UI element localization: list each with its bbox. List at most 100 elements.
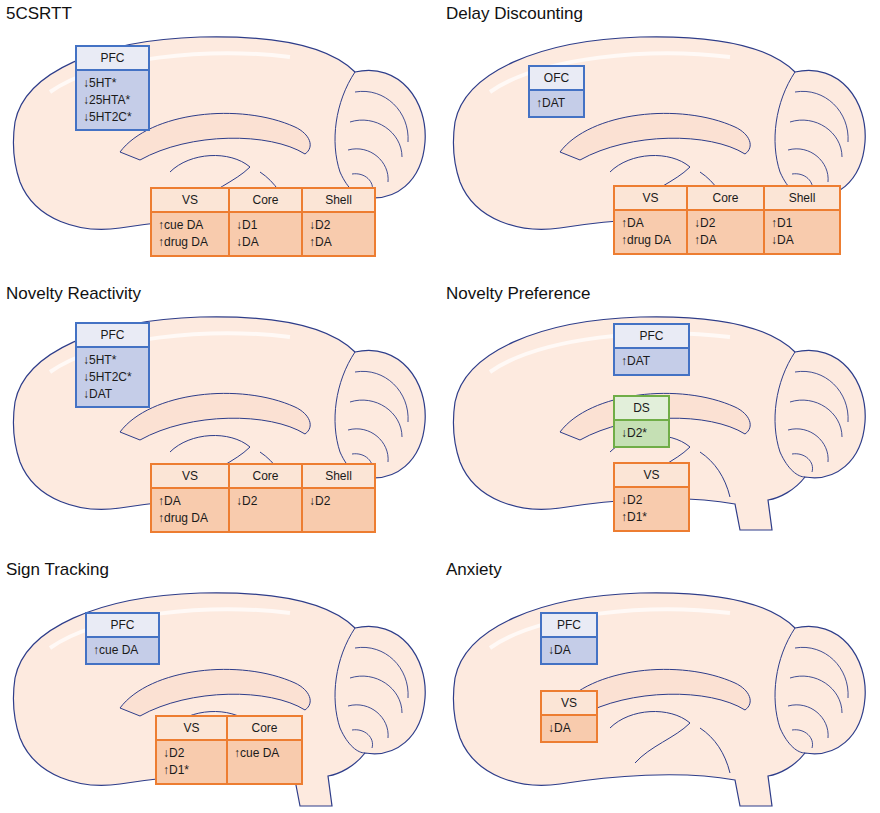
region-body: ↓5HT*↓5HT2C*↓DAT — [77, 348, 148, 406]
finding-text: ↑D1 — [771, 215, 792, 232]
region-table: Core↓D1↓DA — [228, 187, 303, 257]
panel-title: 5CSRTT — [6, 4, 72, 24]
finding-row: ↑cue DA — [234, 745, 295, 762]
finding-row: ↑D1* — [163, 762, 220, 779]
finding-text: ↑cue DA — [234, 745, 279, 762]
region-body: ↑DA↑drug DA — [152, 489, 228, 531]
panel-title: Sign Tracking — [6, 560, 109, 580]
region-name: VS — [183, 721, 199, 735]
panel-title: Delay Discounting — [446, 4, 583, 24]
finding-row: ↑cue DA — [158, 217, 222, 234]
finding-text: ↓DA — [548, 720, 571, 737]
region-table: Core ↑cue DA — [226, 715, 303, 785]
region-header: PFC — [542, 614, 596, 638]
region-body: ↓D2↑DA — [688, 211, 763, 253]
region-body: ↑cue DA↑drug DA — [152, 213, 228, 255]
region-name: OFC — [544, 71, 569, 85]
finding-row: ↓D2 — [309, 217, 368, 234]
panel-title: Anxiety — [446, 560, 502, 580]
region-name: VS — [642, 191, 658, 205]
region-body: ↑cue DA — [228, 741, 301, 783]
finding-text: ↓D2 — [694, 215, 715, 232]
finding-text: ↑DA — [309, 234, 332, 251]
finding-text: ↑D1* — [163, 762, 189, 779]
finding-text: ↓D2 — [236, 493, 257, 510]
region-table: VS↑DA↑drug DA — [613, 185, 688, 255]
brain-outline — [453, 593, 865, 806]
region-header: VS — [152, 189, 228, 213]
finding-text: ↓25HTA* — [83, 92, 130, 109]
panel-title: Novelty Preference — [446, 284, 591, 304]
region-header: VS — [615, 464, 688, 488]
region-body: ↓D1↓DA — [230, 213, 301, 255]
region-table: VS↑cue DA↑drug DA — [150, 187, 230, 257]
finding-row: ↓D2 — [621, 492, 682, 509]
region-table: VS↑DA↑drug DA — [150, 463, 230, 533]
region-name: Shell — [325, 193, 352, 207]
region-header: Shell — [303, 465, 374, 489]
finding-row: ↓DA — [771, 232, 833, 249]
finding-text: ↑drug DA — [621, 232, 671, 249]
region-body: ↓DA — [542, 716, 596, 741]
finding-text: ↓DA — [236, 234, 259, 251]
region-table: VS ↓DA — [540, 690, 598, 743]
finding-row: ↑drug DA — [158, 234, 222, 251]
region-body: ↑DAT — [530, 91, 583, 116]
region-body: ↓DA — [542, 638, 596, 663]
region-header: Core — [688, 187, 763, 211]
region-body: ↓D2↑D1* — [615, 488, 688, 530]
region-table: Shell ↓D2↑DA — [301, 187, 376, 257]
region-header: VS — [542, 692, 596, 716]
region-body: ↓D2↑DA — [303, 213, 374, 255]
region-header: Shell — [303, 189, 374, 213]
region-body: ↓5HT*↓25HTA*↓5HT2C* — [77, 71, 148, 129]
region-table: DS↓D2* — [613, 395, 670, 448]
region-name: PFC — [101, 51, 125, 65]
finding-row: ↓D2 — [309, 493, 368, 510]
finding-text: ↓D2 — [621, 492, 642, 509]
finding-text: ↑DA — [694, 232, 717, 249]
region-header: VS — [157, 717, 226, 741]
finding-row: ↑D1 — [771, 215, 833, 232]
region-header: OFC — [530, 67, 583, 91]
region-header: DS — [615, 397, 668, 421]
region-name: Core — [252, 469, 278, 483]
finding-row: ↓25HTA* — [83, 92, 142, 109]
region-name: Shell — [789, 191, 816, 205]
finding-text: ↑cue DA — [158, 217, 203, 234]
finding-row: ↑DA — [309, 234, 368, 251]
finding-row: ↑drug DA — [158, 510, 222, 527]
region-body: ↓D2↑D1* — [157, 741, 226, 783]
region-body: ↑DAT — [615, 349, 688, 374]
finding-row: ↑DA — [158, 493, 222, 510]
finding-text: ↓DA — [771, 232, 794, 249]
region-header: PFC — [77, 47, 148, 71]
finding-row: ↓D1 — [236, 217, 295, 234]
finding-text: ↑drug DA — [158, 510, 208, 527]
region-name: Core — [251, 721, 277, 735]
finding-text: ↓5HT* — [83, 75, 116, 92]
region-header: Core — [228, 717, 301, 741]
region-table: PFC ↓DA — [540, 612, 598, 665]
region-header: VS — [615, 187, 686, 211]
finding-row: ↑cue DA — [93, 642, 152, 659]
finding-text: ↓5HT2C* — [83, 369, 132, 386]
region-name: PFC — [111, 618, 135, 632]
finding-text: ↓DA — [548, 642, 571, 659]
region-table: OFC ↑DAT — [528, 65, 585, 118]
finding-row: ↓5HT2C* — [83, 369, 142, 386]
finding-text: ↓D2 — [309, 493, 330, 510]
region-table: VS↓D2↑D1* — [613, 462, 690, 532]
region-header: Core — [230, 465, 301, 489]
finding-text: ↑D1* — [621, 509, 647, 526]
finding-row: ↑DA — [694, 232, 757, 249]
finding-row: ↓DA — [236, 234, 295, 251]
region-body: ↓D2* — [615, 421, 668, 446]
region-header: Core — [230, 189, 301, 213]
region-name: Core — [712, 191, 738, 205]
region-table: Shell ↓D2 — [301, 463, 376, 533]
region-table: Core ↓D2 — [228, 463, 303, 533]
region-table: Core ↓D2↑DA — [686, 185, 765, 255]
finding-text: ↓5HT* — [83, 352, 116, 369]
